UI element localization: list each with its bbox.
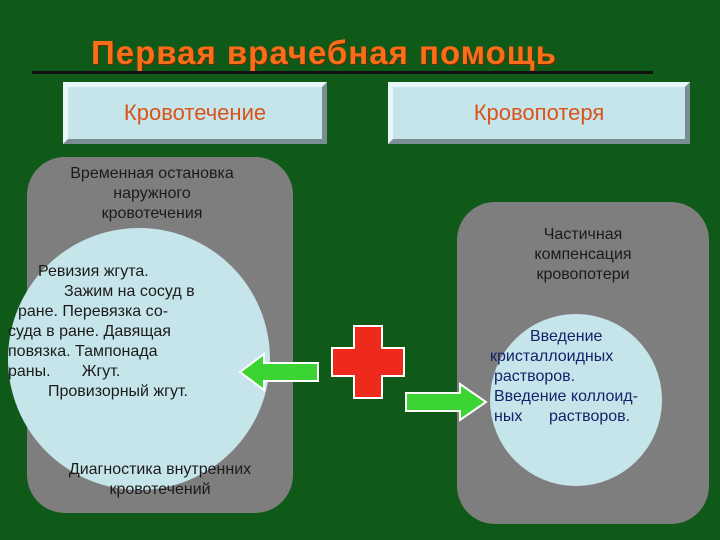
left-top-line: Временная остановка [70,165,234,182]
left-circle-line: суда в ране. Давящая [8,323,171,340]
right-top-line: кровопотери [536,266,630,283]
left-circle-text: Ревизия жгута. Зажим на сосуд в ране. Пе… [8,262,258,402]
right-top-line: Частичная [543,226,623,243]
left-top-line: наружного [113,185,191,202]
left-circle [8,228,270,490]
left-bottom-line: кровотечений [109,481,211,498]
left-circle-line: Зажим на сосуд в [64,283,195,300]
right-top-text: Частичная компенсация кровопотери [478,225,688,285]
left-bottom-line: Диагностика внутренних [68,461,252,478]
right-circle-line: растворов. [494,368,576,385]
left-top-line: кровотечения [101,205,203,222]
right-circle-line: Введение [530,328,603,345]
left-top-text: Временная остановка наружного кровотечен… [32,164,272,224]
right-circle-line: кристаллоидных [490,348,614,365]
right-top-line: компенсация [534,246,632,263]
left-circle-line: Провизорный жгут. [48,383,188,400]
right-circle-line: Введение коллоид- [494,388,638,405]
arrow-left-icon [238,352,319,392]
left-circle-line: раны. Жгут. [8,363,121,380]
header-bleeding: Кровотечение [63,82,327,144]
right-circle-line: ных растворов. [494,408,631,425]
title-underline [32,71,653,74]
left-circle-line: Ревизия жгута. [38,263,149,280]
right-circle [490,314,662,486]
left-circle-line: повязка. Тампонада [8,343,158,360]
header-blood-loss: Кровопотеря [388,82,690,144]
right-circle-text: Введение кристаллоидных растворов. Введе… [490,327,670,427]
header-bleeding-label: Кровотечение [123,100,267,125]
header-blood-loss-label: Кровопотеря [473,100,605,125]
left-circle-line: ране. Перевязка со- [18,303,169,320]
left-bottom-text: Диагностика внутренних кровотечений [30,460,290,500]
red-cross-icon [331,325,405,399]
arrow-right-icon [405,382,488,422]
page-title: Первая врачебная помощь [30,34,557,71]
